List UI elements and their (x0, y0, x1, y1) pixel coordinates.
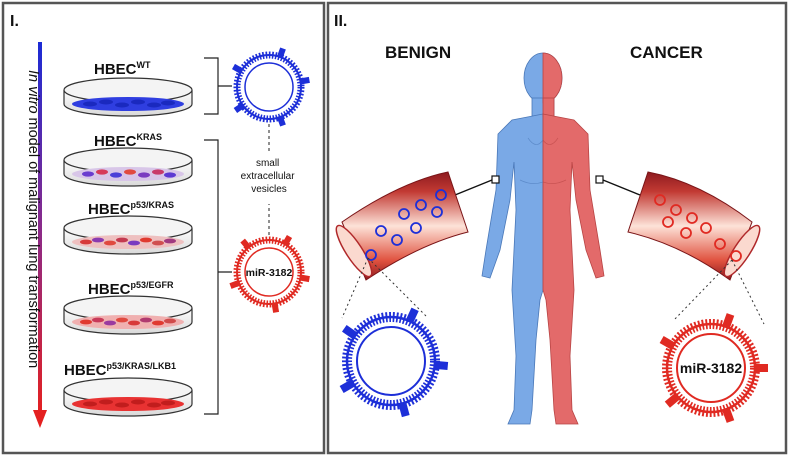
condition-label-p53-kras-lkb1: HBECp53/KRAS/LKB1 (64, 361, 176, 379)
benign-heading: BENIGN (385, 43, 451, 62)
dish-p53-egfr (63, 295, 193, 335)
transformation-arrow (33, 42, 47, 428)
mirna-label-left: miR-3182 (246, 267, 293, 279)
dish-p53-kras-lkb1 (63, 377, 193, 417)
dish-wt (63, 77, 193, 117)
axis-italic-part: In vitro (25, 70, 41, 114)
condition-labels: HBECWT HBECKRAS HBECp53/KRAS HBECp53/EGF… (64, 60, 176, 379)
dish-p53-kras (63, 215, 193, 255)
vesicle-cancer-small: miR-3182 (229, 234, 310, 313)
vesicle-benign-small (231, 47, 310, 127)
pointer-line-benign (454, 179, 493, 196)
vesicle-benign-large (339, 307, 449, 418)
blood-vessel-benign (335, 171, 469, 281)
panel-two: II. BENIGN CANCER (326, 1, 788, 455)
mirna-label-right: miR-3182 (680, 360, 742, 376)
bracket-wt (204, 57, 232, 115)
axis-rest-part: model of malignant lung transformation (25, 114, 41, 369)
panel-one: I. In vitro model of malignant lung tran… (1, 1, 326, 455)
condition-label-kras: HBECKRAS (94, 132, 162, 150)
condition-label-p53-kras: HBECp53/KRAS (88, 200, 174, 218)
blood-vessel-cancer (627, 171, 761, 281)
zoom-lines (341, 257, 765, 325)
cancer-heading: CANCER (630, 43, 703, 62)
pointer-box-benign (491, 175, 500, 184)
pointer-line-cancer (602, 179, 641, 196)
human-body (481, 52, 605, 425)
dish-kras (63, 147, 193, 187)
bracket-transformed (204, 139, 232, 415)
panel-two-label: II. (334, 13, 347, 30)
vesicle-caption: small extracellular vesicles (241, 158, 298, 195)
pointer-box-cancer (595, 175, 604, 184)
condition-label-p53-egfr: HBECp53/EGFR (88, 280, 174, 298)
panel-one-label: I. (10, 13, 19, 30)
vesicle-cancer-large: miR-3182 (659, 313, 768, 423)
body-half-cancer (542, 52, 605, 425)
condition-label-wt: HBECWT (94, 60, 151, 78)
transformation-axis-label: In vitro model of malignant lung transfo… (25, 70, 41, 368)
